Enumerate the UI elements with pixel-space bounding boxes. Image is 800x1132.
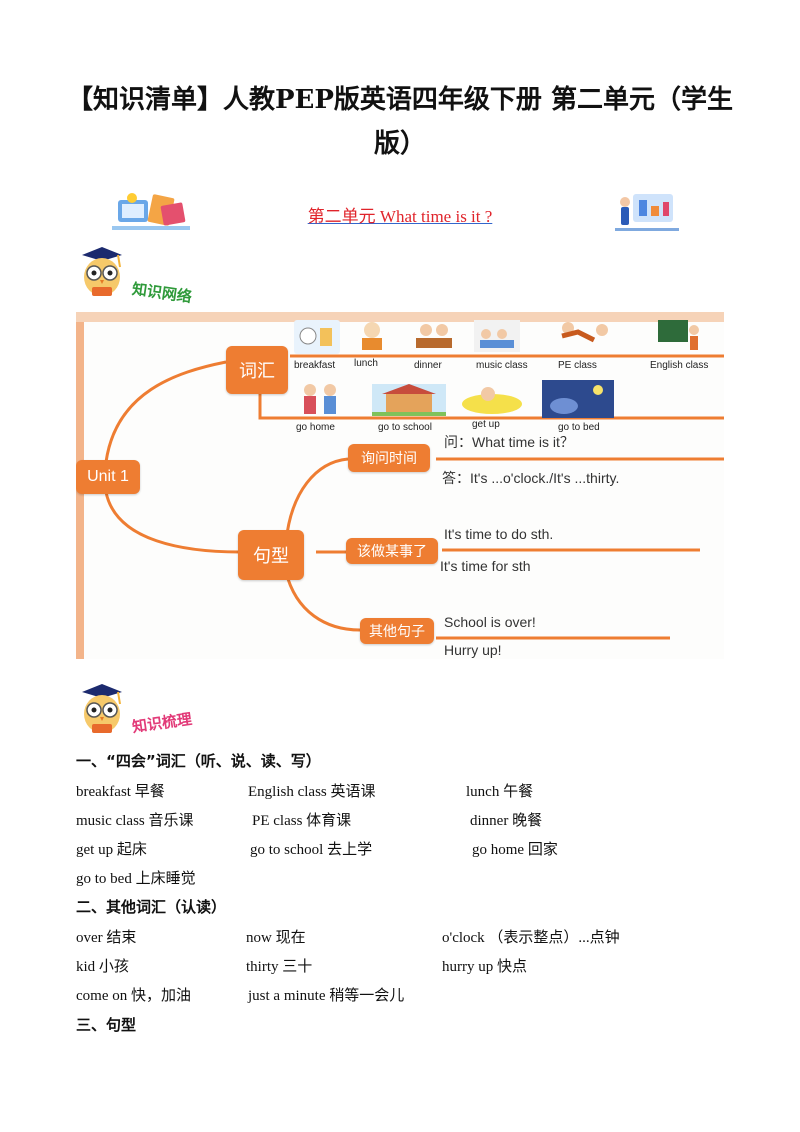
time-to-box: 该做某事了 bbox=[346, 538, 438, 564]
go-to-bed-picture-icon bbox=[542, 380, 614, 418]
label-lunch: lunch bbox=[354, 358, 378, 369]
ask-time-answer: 答：It's ...o'clock./It's ...thirty. bbox=[442, 470, 620, 486]
music-class-picture-icon bbox=[474, 320, 520, 352]
vocab-item: now 现在 bbox=[246, 930, 306, 946]
label-go-to-school: go to school bbox=[378, 422, 432, 433]
mind-map: Unit 1 词汇 句型 breakfast lunch dinner musi… bbox=[76, 312, 724, 659]
breakfast-picture-icon bbox=[294, 320, 340, 354]
label-go-to-bed: go to bed bbox=[558, 422, 600, 433]
vocab-item: go to school 去上学 bbox=[250, 842, 373, 858]
label-music-class: music class bbox=[476, 360, 528, 371]
ask-time-box: 询问时间 bbox=[348, 444, 430, 472]
go-to-school-picture-icon bbox=[372, 384, 446, 416]
unit-root-box: Unit 1 bbox=[76, 460, 140, 494]
vocab-item: dinner 晚餐 bbox=[470, 813, 543, 829]
points-badge: 知识梳理 bbox=[131, 709, 194, 737]
english-class-picture-icon bbox=[658, 320, 699, 350]
vocab-item: hurry up 快点 bbox=[442, 959, 527, 975]
owl-mascot-icon bbox=[82, 684, 122, 733]
sentence-box: 句型 bbox=[238, 530, 304, 580]
vocab-item: breakfast 早餐 bbox=[76, 784, 165, 800]
owl-mascot-icon bbox=[82, 247, 122, 296]
label-dinner: dinner bbox=[414, 360, 442, 371]
label-get-up: get up bbox=[472, 419, 500, 430]
other-line1: School is over! bbox=[444, 614, 536, 630]
time-to-line2: It's time for sth bbox=[440, 558, 531, 574]
label-go-home: go home bbox=[296, 422, 335, 433]
vocab-item: come on 快，加油 bbox=[76, 988, 191, 1004]
vocab-item: PE class 体育课 bbox=[252, 813, 352, 829]
mind-map-lines bbox=[76, 312, 724, 659]
other-line2: Hurry up! bbox=[444, 642, 502, 658]
label-english-class: English class bbox=[650, 360, 709, 371]
ask-time-question: 问：What time is it？ bbox=[444, 434, 574, 450]
section3-heading: 三、句型 bbox=[76, 1016, 137, 1034]
vocab-item: get up 起床 bbox=[76, 842, 147, 858]
vocab-item: music class 音乐课 bbox=[76, 813, 194, 829]
vocab-item: go home 回家 bbox=[472, 842, 558, 858]
vocab-box: 词汇 bbox=[226, 346, 288, 394]
vocab-item: over 结束 bbox=[76, 930, 137, 946]
vocab-item: just a minute 稍等一会儿 bbox=[248, 988, 405, 1004]
unit-subtitle: 第二单元 What time is it ? bbox=[307, 207, 493, 226]
go-home-picture-icon bbox=[304, 384, 336, 414]
mind-map-badge: 知识网络 bbox=[130, 279, 193, 307]
vocab-item: go to bed 上床睡觉 bbox=[76, 871, 196, 887]
page-title: 【知识清单】人教PEP版英语四年级下册 第二单元（学生版） bbox=[67, 85, 733, 159]
dinner-picture-icon bbox=[416, 324, 452, 348]
vocab-item: English class 英语课 bbox=[248, 784, 376, 800]
vocab-item: kid 小孩 bbox=[76, 959, 129, 975]
section1-heading: 一、“四会”词汇（听、说、读、写） bbox=[76, 752, 321, 770]
pe-class-picture-icon bbox=[561, 322, 608, 343]
lunch-picture-icon bbox=[362, 322, 382, 350]
vocab-item: o'clock （表示整点）...点钟 bbox=[442, 930, 620, 946]
teacher-illustration-right-icon bbox=[615, 194, 679, 231]
study-illustration-left-icon bbox=[112, 193, 190, 230]
label-breakfast: breakfast bbox=[294, 360, 336, 371]
vocab-item: lunch 午餐 bbox=[466, 784, 534, 800]
get-up-picture-icon bbox=[462, 387, 522, 414]
vocab-item: thirty 三十 bbox=[246, 959, 313, 975]
other-sentences-box: 其他句子 bbox=[360, 618, 434, 644]
section2-heading: 二、其他词汇（认读） bbox=[76, 898, 227, 916]
time-to-line1: It's time to do sth. bbox=[444, 526, 554, 542]
label-pe-class: PE class bbox=[558, 360, 597, 371]
